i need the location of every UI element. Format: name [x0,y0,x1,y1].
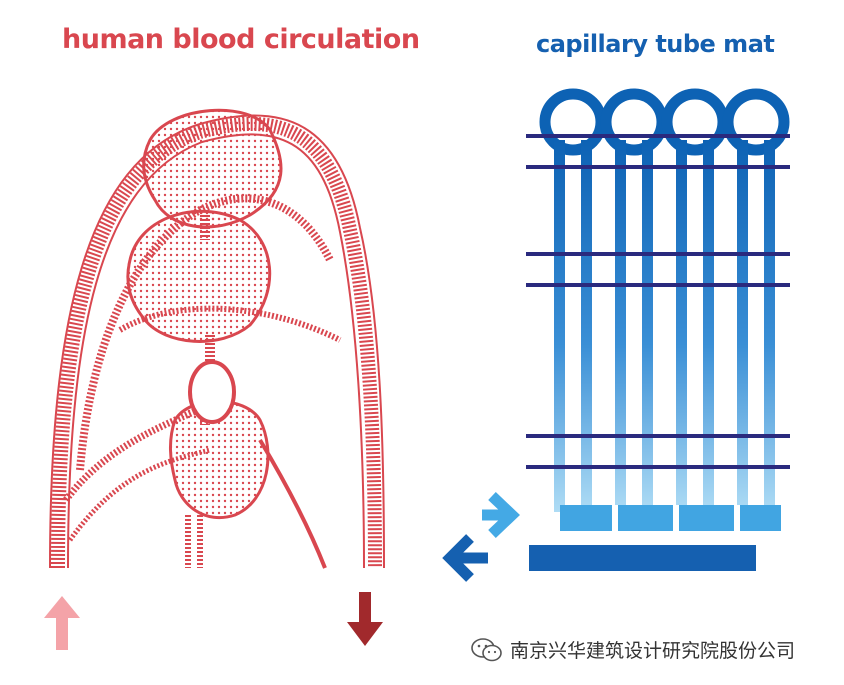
loop-head-2 [600,88,668,156]
arrow-right-icon [482,492,520,538]
wechat-icon [471,637,502,661]
outer-vessel-left-edge [49,114,385,569]
capillary-tube-mat-illustration [526,88,790,571]
outer-vessel-left [51,116,382,569]
loop-head-1 [539,88,607,156]
title-human-blood-circulation: human blood circulation [62,24,420,55]
capillary-bed-top [142,108,283,229]
tube-leg [615,140,626,512]
loop-heads [539,88,790,156]
grid-lines [526,134,790,469]
supply-manifold [560,505,781,531]
watermark-text: 南京兴华建筑设计研究院股份公司 [510,640,796,662]
tube-leg [676,140,687,512]
watermark: 南京兴华建筑设计研究院股份公司 [470,636,795,663]
vessel-stem [200,215,215,425]
diagonal-vessel [258,438,327,569]
heart-chamber [188,360,236,424]
arrow-left-icon [442,534,488,582]
tube-leg [703,140,714,512]
arrow-down-icon [347,592,383,646]
loop-head-4 [722,88,790,156]
capillary-bed-middle [126,209,272,343]
arrow-up-icon [44,596,80,650]
tube-legs [554,140,775,512]
manifold-gaps [612,505,740,531]
lower-branch-vessel-2 [67,447,211,542]
grid-lines-overlay [526,134,790,469]
return-manifold [529,545,756,571]
tube-leg [581,140,592,512]
tube-leg [642,140,653,512]
tube-leg [554,140,565,512]
blood-circulation-illustration [49,108,385,569]
bottom-vessels [185,515,203,568]
tube-leg [764,140,775,512]
loop-head-3 [661,88,729,156]
inner-vessel-arch [76,194,334,471]
title-capillary-tube-mat: capillary tube mat [536,30,775,58]
tube-leg [737,140,748,512]
